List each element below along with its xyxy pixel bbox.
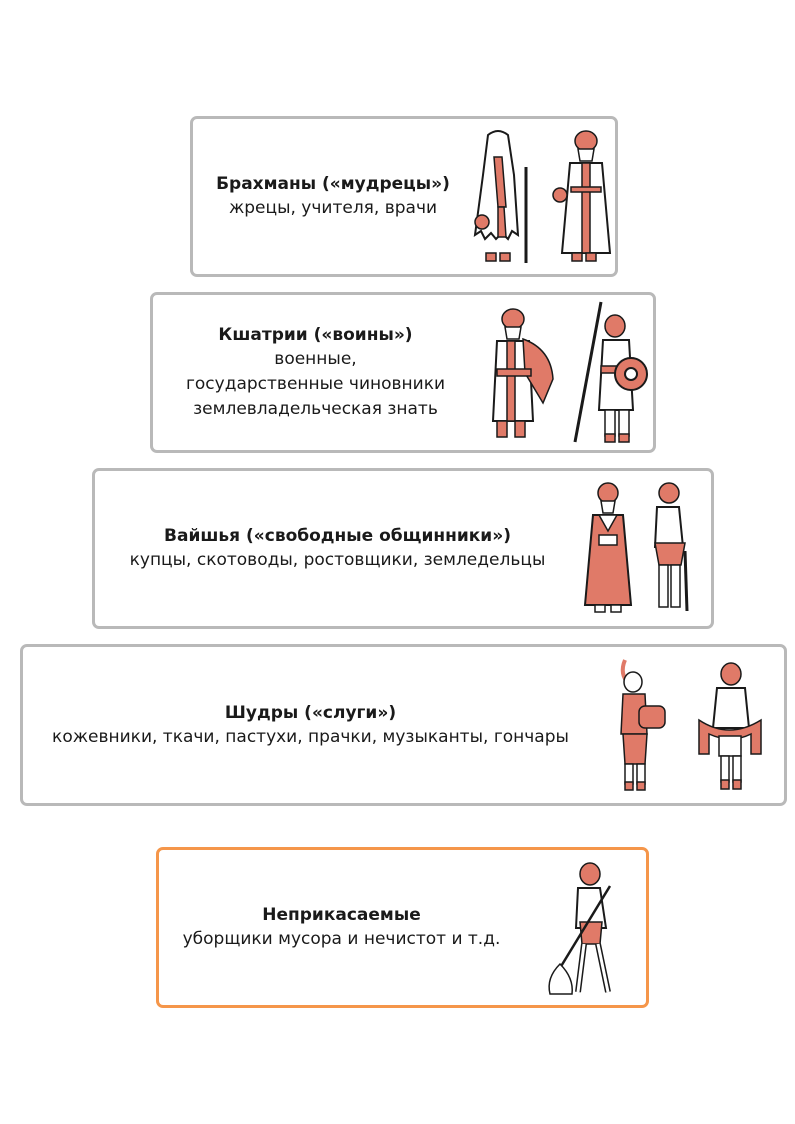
tier-title: Неприкасаемые: [262, 905, 421, 925]
tier-untouchables: Неприкасаемые уборщики мусора и нечистот…: [156, 847, 649, 1008]
tier-figures: [483, 295, 651, 450]
tier-text: Кшатрии («воины») военные, государственн…: [153, 295, 478, 450]
tier-figures: [544, 850, 624, 1005]
tier-figures: [613, 647, 765, 803]
hermit-with-staff-icon: [473, 129, 528, 263]
noble-warrior-icon: [491, 307, 554, 438]
tier-brahmins: Брахманы («мудрецы») жрецы, учителя, вра…: [190, 116, 618, 277]
tier-title: Шудры («слуги»): [224, 702, 397, 723]
tier-title: Кшатрии («воины»): [218, 325, 413, 345]
tier-vaishyas: Вайшья («свободные общинники») купцы, ск…: [92, 468, 714, 629]
tier-text: Вайшья («свободные общинники») купцы, ск…: [95, 471, 580, 626]
tier-description: купцы, скотоводы, ростовщики, земледельц…: [129, 550, 546, 570]
sweeper-with-broom-icon: [548, 861, 612, 995]
tier-description: землевладельческая знать: [193, 399, 438, 419]
warrior-with-spear-shield-icon: [573, 301, 648, 443]
tier-figures: [583, 471, 691, 626]
weaver-with-cloth-icon: [698, 661, 762, 790]
merchant-icon: [583, 482, 633, 613]
tier-description: военные,: [274, 349, 357, 369]
farmer-with-stick-icon: [653, 482, 689, 612]
tier-description: кожевники, ткачи, пастухи, прачки, музык…: [52, 726, 569, 747]
tier-title: Вайшья («свободные общинники»): [164, 526, 511, 546]
tier-text: Брахманы («мудрецы») жрецы, учителя, вра…: [193, 119, 473, 274]
tier-shudras: Шудры («слуги») кожевники, ткачи, пастух…: [20, 644, 787, 806]
tier-text: Неприкасаемые уборщики мусора и нечистот…: [159, 850, 524, 1005]
tier-description: уборщики мусора и нечистот и т.д.: [182, 929, 501, 949]
tier-description: государственные чиновники: [185, 374, 446, 394]
tier-figures: [468, 119, 614, 274]
priest-with-pouch-icon: [552, 129, 612, 262]
tier-description: жрецы, учителя, врачи: [228, 198, 438, 218]
tier-kshatriyas: Кшатрии («воины») военные, государственн…: [150, 292, 656, 453]
tier-text: Шудры («слуги») кожевники, ткачи, пастух…: [23, 647, 598, 803]
drummer-icon: [620, 658, 666, 791]
tier-title: Брахманы («мудрецы»): [216, 174, 450, 194]
